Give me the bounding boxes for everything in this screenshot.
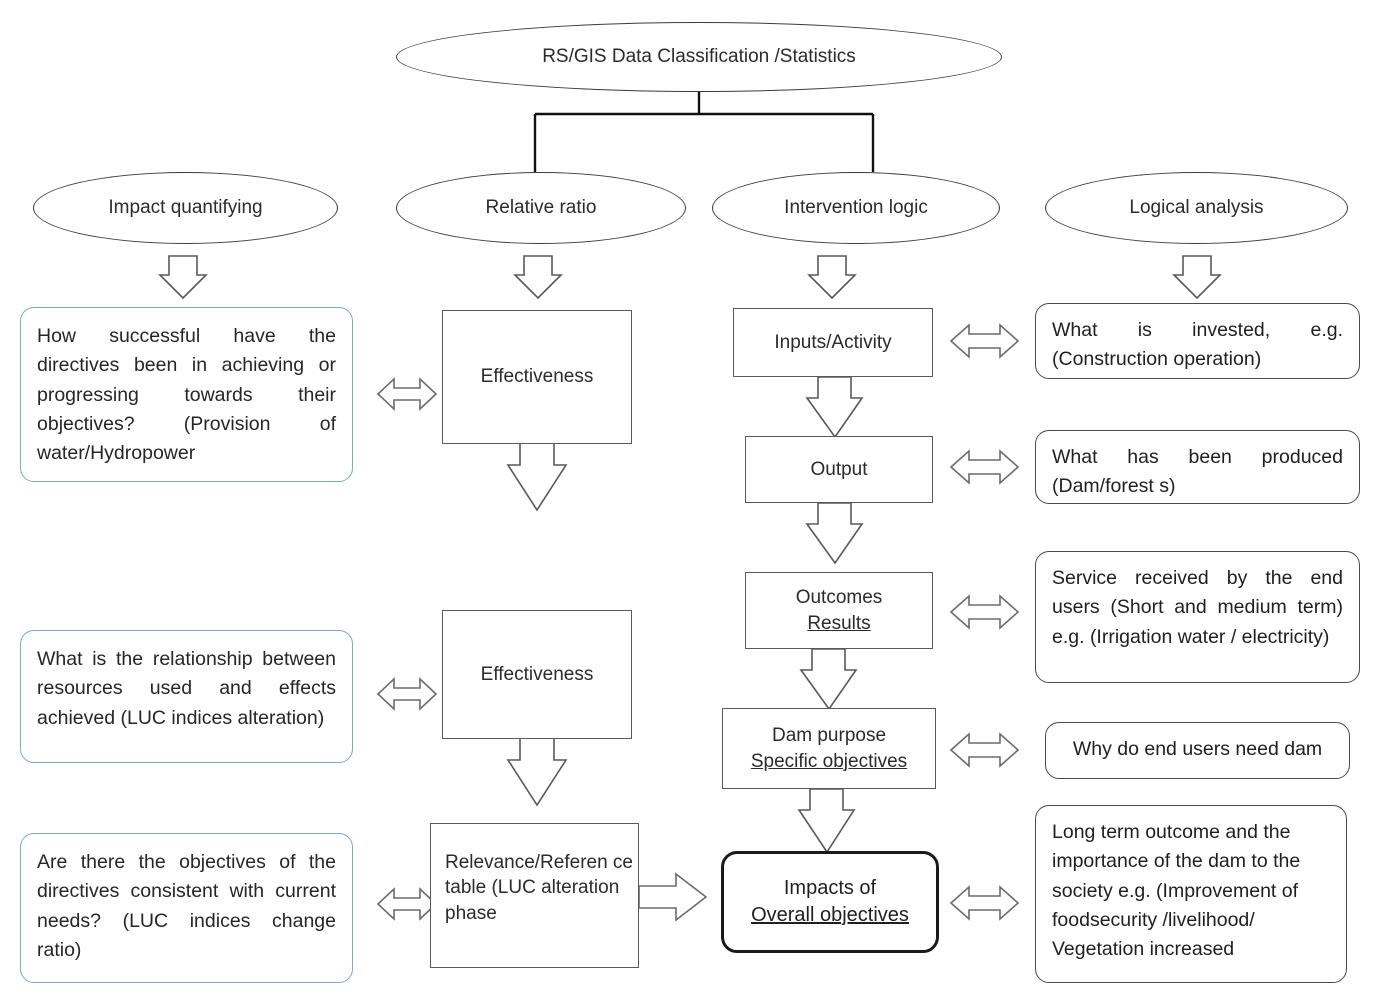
- description-box-outcomes[interactable]: Service received by the end users (Short…: [1035, 551, 1360, 683]
- bidirectional-arrow-outcomes-description: [949, 594, 1020, 630]
- bidirectional-arrow-output-description: [949, 449, 1020, 485]
- bidirectional-arrow-inputs-description: [949, 323, 1020, 359]
- criteria-label: Effectiveness: [480, 663, 594, 685]
- bidirectional-arrow-q1-effectiveness: [376, 377, 438, 411]
- bidirectional-arrow-impacts-description: [949, 885, 1020, 921]
- down-arrow-impact-quantifying: [158, 255, 208, 300]
- logic-sublabel: Overall objectives: [751, 904, 909, 926]
- logic-box-outcomes[interactable]: Outcomes Results: [745, 572, 933, 649]
- question-text: Are there the objectives of the directiv…: [37, 851, 336, 961]
- description-text: Long term outcome and the importance of …: [1052, 821, 1301, 960]
- criteria-box-relevance-table[interactable]: Relevance/Referen ce table (LUC alterati…: [430, 823, 639, 968]
- question-box-efficiency[interactable]: What is the relationship between resourc…: [20, 630, 353, 763]
- node-relative-ratio[interactable]: Relative ratio: [396, 172, 686, 244]
- description-text: Why do end users need dam: [1072, 738, 1323, 760]
- criteria-label: Relevance/Referen ce table (LUC alterati…: [445, 852, 633, 924]
- bidirectional-arrow-dampurpose-description: [949, 732, 1020, 768]
- logic-box-impacts[interactable]: Impacts of Overall objectives: [721, 851, 939, 953]
- criteria-box-effectiveness-2[interactable]: Effectiveness: [442, 610, 632, 739]
- logic-label: Impacts of: [783, 877, 877, 900]
- bidirectional-arrow-q3-relevance: [376, 887, 438, 921]
- down-arrow-relative-ratio: [513, 255, 563, 300]
- description-text: Service received by the end users (Short…: [1052, 567, 1343, 648]
- question-box-effectiveness[interactable]: How successful have the directives been …: [20, 307, 353, 482]
- question-text: What is the relationship between resourc…: [37, 648, 336, 729]
- node-logical-analysis[interactable]: Logical analysis: [1045, 172, 1348, 244]
- question-box-relevance[interactable]: Are there the objectives of the directiv…: [20, 833, 353, 983]
- node-intervention-logic[interactable]: Intervention logic: [712, 172, 1000, 244]
- logic-box-inputs-activity[interactable]: Inputs/Activity: [733, 308, 933, 377]
- node-label: Relative ratio: [485, 197, 597, 219]
- down-arrow-logical-analysis: [1172, 255, 1222, 300]
- down-arrow-output-to-outcomes: [805, 502, 864, 565]
- node-label: RS/GIS Data Classification /Statistics: [542, 46, 856, 68]
- logic-sublabel: Results: [807, 612, 871, 634]
- description-box-inputs[interactable]: What is invested, e.g. (Construction ope…: [1035, 303, 1360, 379]
- logic-label: Dam purpose: [771, 725, 887, 747]
- logic-sublabel: Specific objectives: [750, 750, 908, 772]
- down-arrow-outcomes-to-dampurpose: [799, 648, 858, 711]
- bidirectional-arrow-q2-effectiveness: [376, 677, 438, 711]
- description-text: What has been produced (Dam/forest s): [1052, 446, 1343, 498]
- down-arrow-effectiveness-1: [506, 442, 568, 512]
- down-arrow-dampurpose-to-impacts: [797, 788, 856, 854]
- node-label: Intervention logic: [784, 197, 928, 219]
- description-box-dam-purpose[interactable]: Why do end users need dam: [1045, 722, 1350, 779]
- question-text: How successful have the directives been …: [37, 325, 336, 464]
- criteria-label: Effectiveness: [480, 366, 594, 388]
- node-label: Logical analysis: [1129, 197, 1264, 219]
- criteria-box-effectiveness-1[interactable]: Effectiveness: [442, 310, 632, 444]
- node-label: Impact quantifying: [108, 197, 263, 219]
- down-arrow-effectiveness-2: [506, 737, 568, 807]
- logic-label: Inputs/Activity: [774, 331, 892, 353]
- description-box-impacts[interactable]: Long term outcome and the importance of …: [1035, 805, 1347, 983]
- right-arrow-relevance-to-impacts: [638, 872, 708, 922]
- node-impact-quantifying[interactable]: Impact quantifying: [33, 172, 338, 244]
- down-arrow-intervention-logic: [807, 255, 857, 300]
- tree-connector: [533, 90, 875, 172]
- logic-box-output[interactable]: Output: [745, 436, 933, 503]
- description-box-output[interactable]: What has been produced (Dam/forest s): [1035, 430, 1360, 504]
- node-rs-gis-data-classification[interactable]: RS/GIS Data Classification /Statistics: [396, 22, 1002, 92]
- down-arrow-inputs-to-output: [805, 376, 864, 439]
- logic-label: Outcomes: [795, 587, 883, 609]
- logic-label: Output: [810, 458, 868, 480]
- description-text: What is invested, e.g. (Construction ope…: [1052, 319, 1343, 371]
- logic-box-dam-purpose[interactable]: Dam purpose Specific objectives: [722, 708, 936, 789]
